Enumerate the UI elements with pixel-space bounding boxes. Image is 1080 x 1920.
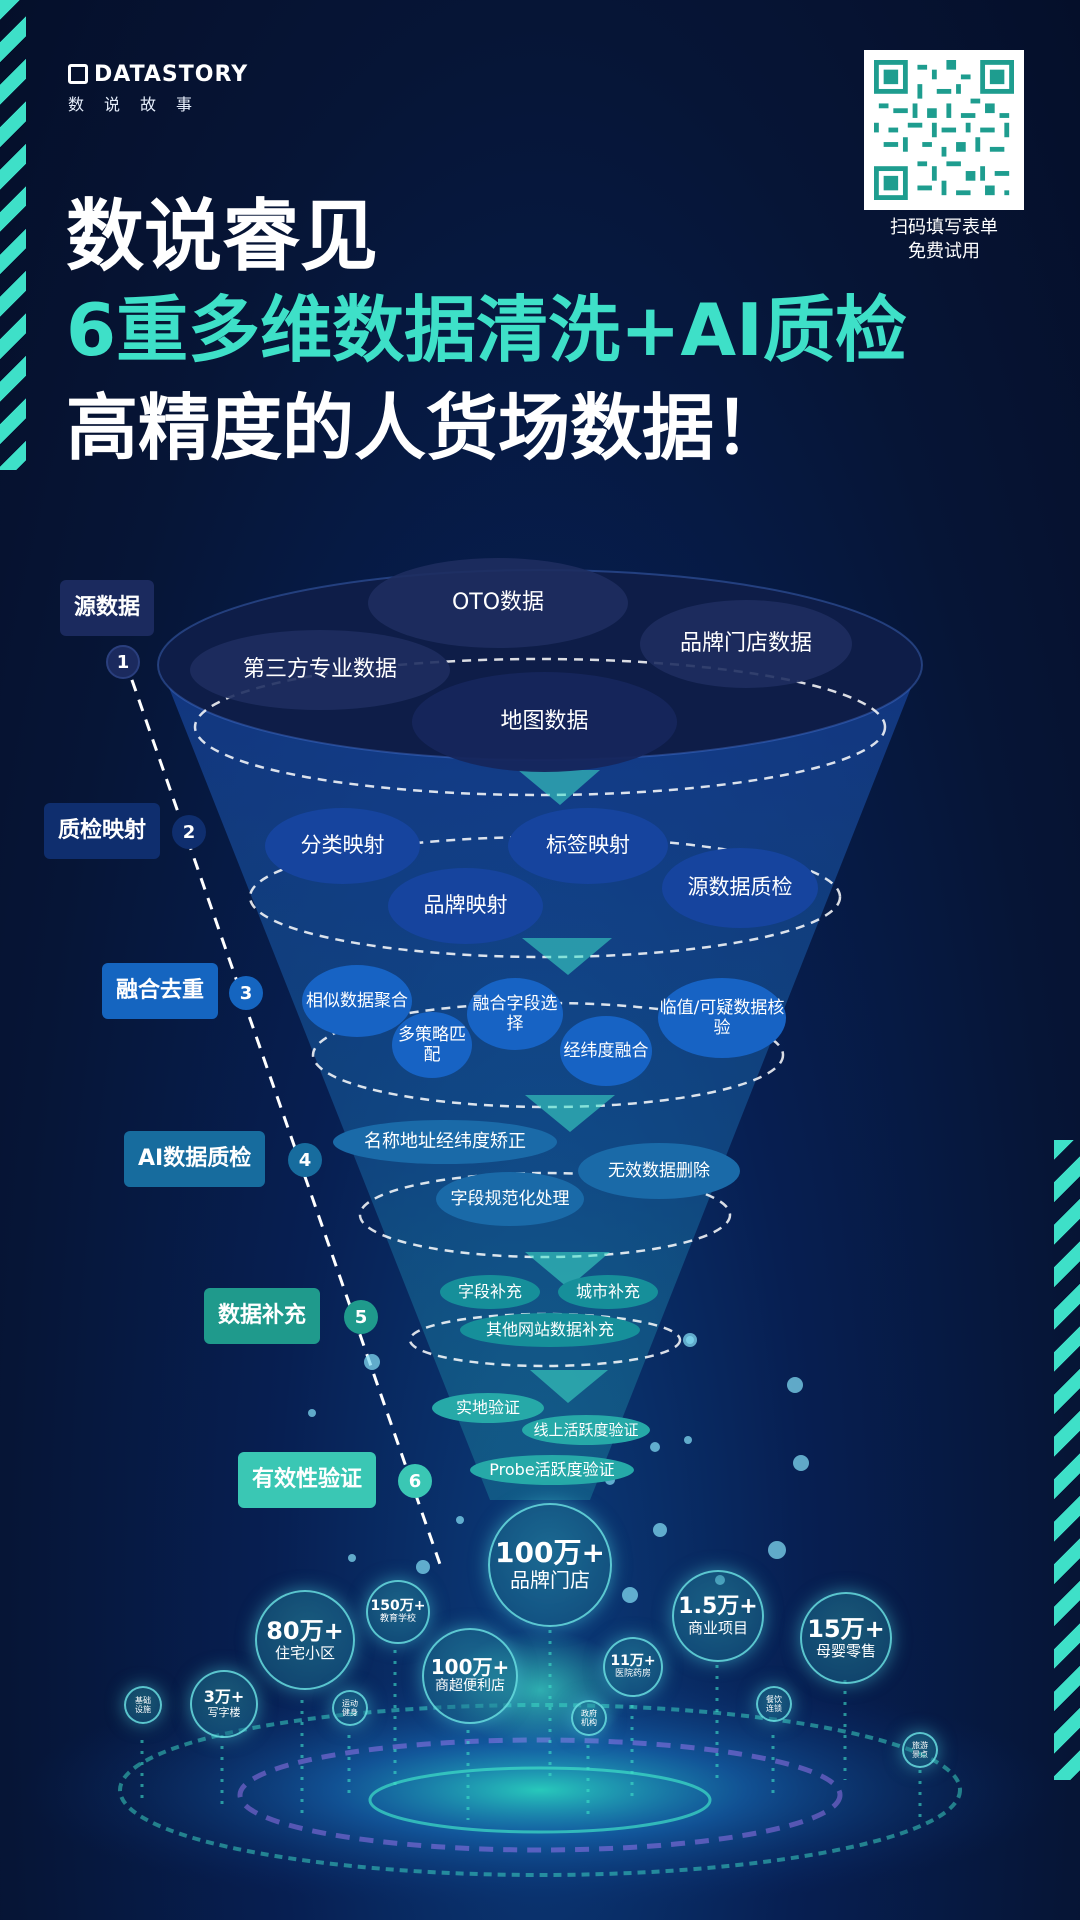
small-bubble-label: 基础设施 xyxy=(135,1696,151,1714)
result-bubble-office-buildings: 3万+ 写字楼 xyxy=(190,1670,258,1738)
step-number-1: 1 xyxy=(106,645,140,679)
result-number: 100万+ xyxy=(430,1655,510,1680)
small-bubble-tourist-spots: 旅游景点 xyxy=(902,1732,938,1768)
node-multi-strategy-match: 多策略匹配 xyxy=(392,1012,472,1078)
small-bubble-label: 餐饮连锁 xyxy=(766,1695,782,1713)
small-bubble-infrastructure: 基础设施 xyxy=(124,1686,162,1724)
result-number: 100万+ xyxy=(495,1536,605,1569)
result-label: 教育学校 xyxy=(379,1614,416,1625)
small-bubble-label: 政府机构 xyxy=(581,1709,597,1727)
node-source-quality-check: 源数据质检 xyxy=(662,848,818,928)
node-invalid-data-deletion: 无效数据删除 xyxy=(578,1143,740,1199)
result-label: 写字楼 xyxy=(207,1705,241,1719)
qr-caption-line2: 免费试用 xyxy=(908,241,980,262)
result-label: 商业项目 xyxy=(687,1618,748,1637)
node-oto-data: OTO数据 xyxy=(368,558,628,648)
stage-label-3: 融合去重 xyxy=(102,963,219,1019)
result-label: 品牌门店 xyxy=(510,1568,590,1592)
node-tag-mapping: 标签映射 xyxy=(508,808,668,884)
node-third-party-data: 第三方专业数据 xyxy=(190,630,450,710)
node-lat-lng-fusion: 经纬度融合 xyxy=(560,1016,652,1086)
small-bubble-label: 运动健身 xyxy=(342,1699,358,1717)
node-probe-activity-verification: Probe活跃度验证 xyxy=(470,1455,634,1485)
step-number-4: 4 xyxy=(288,1143,322,1177)
node-map-data: 地图数据 xyxy=(412,672,677,772)
node-field-verification: 实地验证 xyxy=(432,1393,544,1423)
result-bubble-maternity-retail: 15万+ 母婴零售 xyxy=(800,1592,892,1684)
result-bubble-brand-stores: 100万+ 品牌门店 xyxy=(488,1503,612,1627)
result-number: 15万+ xyxy=(807,1614,885,1643)
result-number: 3万+ xyxy=(203,1686,245,1706)
node-fusion-field-selection: 融合字段选择 xyxy=(467,978,563,1050)
node-name-address-correction: 名称地址经纬度矫正 xyxy=(333,1120,557,1164)
qr-caption-line1: 扫码填写表单 xyxy=(890,217,998,238)
result-number: 1.5万+ xyxy=(678,1593,758,1619)
small-bubble-label: 旅游景点 xyxy=(912,1741,928,1759)
node-field-normalization: 字段规范化处理 xyxy=(436,1172,584,1226)
result-number: 150万+ xyxy=(370,1598,426,1615)
node-city-supplement: 城市补充 xyxy=(558,1275,658,1309)
result-bubble-residential: 80万+ 住宅小区 xyxy=(255,1590,355,1690)
node-outlier-data-verification: 临值/可疑数据核验 xyxy=(658,978,786,1058)
node-field-supplement: 字段补充 xyxy=(440,1275,540,1309)
result-label: 商超便利店 xyxy=(435,1678,505,1695)
headline-line2: 6重多维数据清洗+AI质检 xyxy=(66,288,907,372)
node-brand-store-data: 品牌门店数据 xyxy=(640,600,852,688)
node-other-site-supplement: 其他网站数据补充 xyxy=(460,1313,640,1347)
result-label: 住宅小区 xyxy=(274,1643,335,1662)
qr-code[interactable] xyxy=(864,50,1024,210)
result-bubble-schools: 150万+ 教育学校 xyxy=(366,1580,430,1644)
small-bubble-government: 政府机构 xyxy=(571,1700,607,1736)
stage-label-4: AI数据质检 xyxy=(124,1131,266,1187)
qr-code-icon xyxy=(874,60,1014,200)
logo-brand: DATASTORY xyxy=(68,62,248,87)
qr-caption: 扫码填写表单 免费试用 xyxy=(864,216,1024,264)
logo-mark-icon xyxy=(68,64,88,84)
node-category-mapping: 分类映射 xyxy=(265,808,420,884)
stage-label-1: 源数据 xyxy=(60,580,155,636)
headline-line3: 高精度的人货场数据！ xyxy=(66,386,787,470)
logo-brand-text: DATASTORY xyxy=(94,62,249,87)
right-stripe-decoration xyxy=(1054,1140,1080,1780)
result-bubble-commercial-projects: 1.5万+ 商业项目 xyxy=(672,1570,764,1662)
datastory-logo: DATASTORY 数说故事 xyxy=(68,62,248,115)
small-bubble-fitness: 运动健身 xyxy=(332,1690,368,1726)
step-number-2: 2 xyxy=(172,815,206,849)
result-bubble-hospitals: 11万+ 医院药房 xyxy=(603,1637,663,1697)
stage-label-5: 数据补充 xyxy=(204,1288,321,1344)
small-bubble-restaurant-chain: 餐饮连锁 xyxy=(756,1686,792,1722)
result-number: 11万+ xyxy=(610,1653,656,1670)
step-number-3: 3 xyxy=(229,976,263,1010)
result-bubble-convenience-stores: 100万+ 商超便利店 xyxy=(422,1628,518,1724)
headline-line1: 数说睿见 xyxy=(66,192,379,282)
result-label: 医院药房 xyxy=(614,1669,651,1680)
step-number-5: 5 xyxy=(344,1300,378,1334)
logo-subtitle: 数说故事 xyxy=(68,95,213,114)
node-online-activity-verification: 线上活跃度验证 xyxy=(522,1415,650,1445)
step-number-6: 6 xyxy=(398,1464,432,1498)
stage-label-2: 质检映射 xyxy=(44,803,161,859)
node-brand-mapping: 品牌映射 xyxy=(388,868,543,944)
stage-label-6: 有效性验证 xyxy=(238,1452,377,1508)
node-similar-data-aggregation: 相似数据聚合 xyxy=(302,965,412,1037)
result-label: 母婴零售 xyxy=(815,1641,876,1660)
left-stripe-decoration xyxy=(0,0,26,470)
result-number: 80万+ xyxy=(266,1616,344,1645)
